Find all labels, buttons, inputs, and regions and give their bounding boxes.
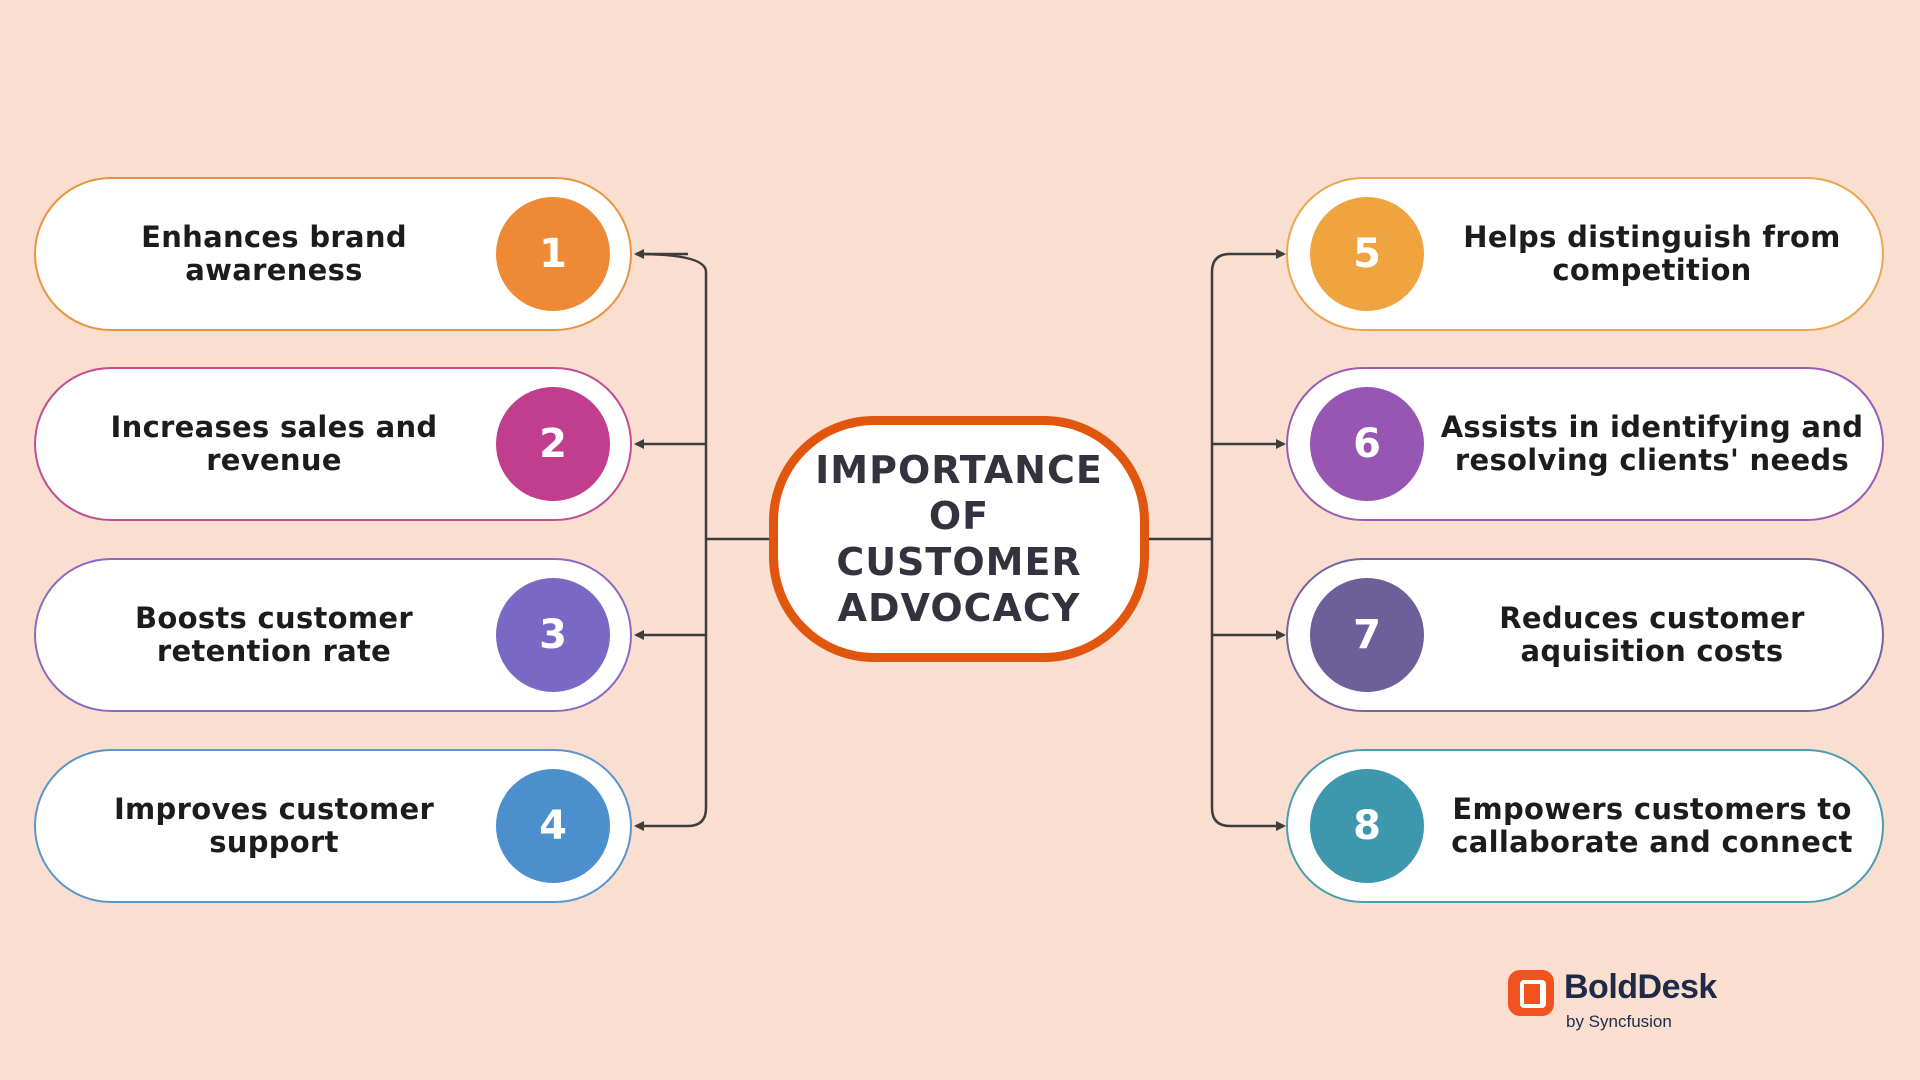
benefit-item-1: Enhances brand awareness 1 <box>34 177 632 331</box>
benefit-label: Boosts customer retention rate <box>134 601 413 668</box>
number-badge: 7 <box>1310 578 1424 692</box>
benefit-item-3: Boosts customer retention rate 3 <box>34 558 632 712</box>
bolddesk-logo-icon <box>1508 970 1554 1016</box>
center-topic: IMPORTANCE OF CUSTOMER ADVOCACY <box>769 416 1149 662</box>
benefit-item-5: 5 Helps distinguish from competition <box>1286 177 1884 331</box>
number-badge: 2 <box>496 387 610 501</box>
number-badge: 1 <box>496 197 610 311</box>
connector-right-trunk <box>1210 252 1231 828</box>
number-badge: 8 <box>1310 769 1424 883</box>
benefit-item-4: Improves customer support 4 <box>34 749 632 903</box>
benefit-item-8: 8 Empowers customers to callaborate and … <box>1286 749 1884 903</box>
logo-name: BoldDesk <box>1564 968 1717 1006</box>
benefit-label: Empowers customers to callaborate and co… <box>1451 792 1853 859</box>
benefit-label: Enhances brand awareness <box>141 220 407 287</box>
logo-subtitle: by Syncfusion <box>1566 1012 1672 1031</box>
center-title: IMPORTANCE OF CUSTOMER ADVOCACY <box>815 448 1103 630</box>
number-badge: 4 <box>496 769 610 883</box>
benefit-label: Reduces customer aquisition costs <box>1499 601 1805 668</box>
benefit-item-2: Increases sales and revenue 2 <box>34 367 632 521</box>
number-badge: 3 <box>496 578 610 692</box>
number-badge: 5 <box>1310 197 1424 311</box>
benefit-label: Increases sales and revenue <box>110 410 438 477</box>
benefit-label: Assists in identifying and resolving cli… <box>1440 410 1864 477</box>
benefit-item-7: 7 Reduces customer aquisition costs <box>1286 558 1884 712</box>
number-badge: 6 <box>1310 387 1424 501</box>
benefit-item-6: 6 Assists in identifying and resolving c… <box>1286 367 1884 521</box>
bolddesk-logo: BoldDesk by Syncfusion <box>1508 968 1768 1034</box>
benefit-label: Helps distinguish from competition <box>1463 220 1841 287</box>
connector-left-trunk <box>635 252 708 828</box>
benefit-label: Improves customer support <box>113 792 435 859</box>
